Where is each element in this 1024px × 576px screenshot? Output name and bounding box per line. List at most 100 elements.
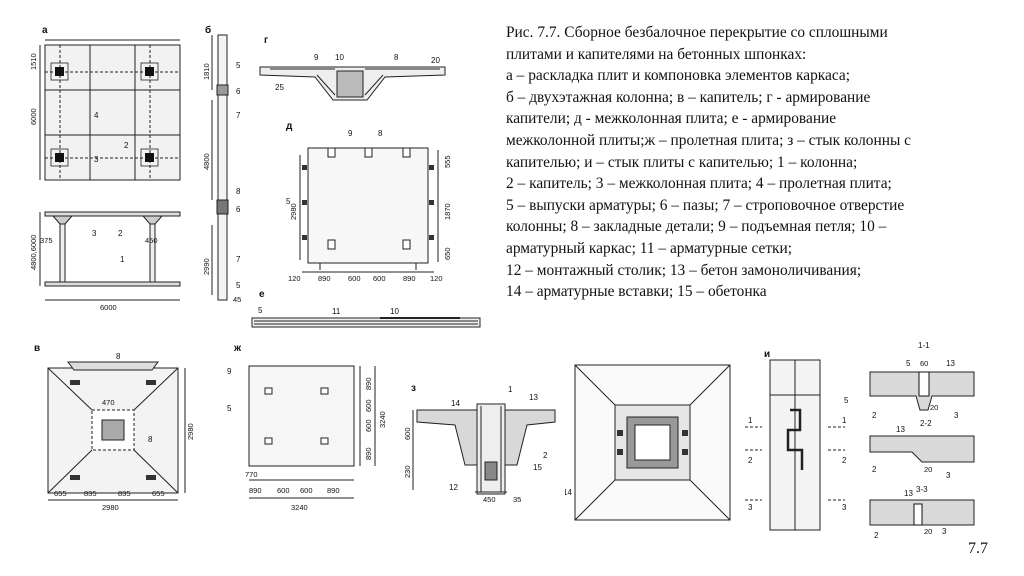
sec-i-13a: 13 (946, 359, 955, 368)
mark-v-right-8: 8 (148, 435, 153, 444)
mark-b-5b: 5 (236, 281, 241, 290)
panel-v-drawing: 8 8 470 2980 655 835 835 655 2980 (47, 352, 195, 512)
mark-z-14b: 14 (565, 488, 572, 497)
dim-zh-r890b: 890 (364, 447, 373, 460)
dim-a-450: 450 (145, 236, 158, 245)
dim-z-600: 600 (405, 427, 412, 440)
dim-v-470: 470 (102, 398, 115, 407)
panel-i-drawing: 5 1 1 2 2 3 3 (745, 359, 849, 531)
mark-g-9: 9 (314, 53, 319, 62)
dim-zh-3240-total: 3240 (291, 503, 308, 512)
dim-v-835b: 835 (118, 489, 131, 498)
mark-zh-5: 5 (227, 404, 232, 413)
dim-zh-3240-right: 3240 (378, 411, 387, 428)
dim-v-655a: 655 (54, 489, 67, 498)
mark-z-15: 15 (533, 463, 542, 472)
sec-i-2c: 2 (874, 531, 879, 540)
panel-zh-drawing: 9 5 890 600 600 890 3240 770 890 600 600… (227, 365, 387, 512)
caption-line: капителью; и – стык плиты с капителью; 1… (506, 153, 858, 171)
panel-b-drawing: 1810 4800 2990 45 5 6 7 8 6 7 5 (202, 34, 241, 304)
mark-i-s3a: 3 (748, 503, 753, 512)
dim-d-120a: 120 (288, 274, 301, 283)
mark-z-1: 1 (508, 385, 513, 394)
dim-a-6000-left: 6000 (29, 108, 38, 125)
mark-a-s2: 2 (118, 229, 123, 238)
panel-label-e: е (259, 289, 265, 300)
panel-label-a: а (42, 25, 48, 36)
mark-b-6a: 6 (236, 87, 241, 96)
mark-v-top-8: 8 (116, 352, 121, 361)
dim-d-555: 555 (443, 155, 452, 168)
caption-line: арматурный каркас; 11 – арматурные сетки… (506, 239, 793, 257)
caption-line: Рис. 7.7. Сборное безбалочное перекрытие… (506, 24, 888, 41)
mark-e-11: 11 (332, 307, 341, 316)
dim-zh-r600b: 600 (364, 419, 373, 432)
caption-line: а – раскладка плит и компоновка элементо… (506, 67, 850, 85)
mark-i-s3b: 3 (842, 503, 847, 512)
dim-b-1810: 1810 (202, 63, 211, 80)
mark-a-3: 3 (94, 155, 99, 164)
dim-v-2980-right: 2980 (186, 423, 195, 440)
mark-e-5: 5 (258, 306, 263, 315)
page-number: 7.7 (968, 540, 988, 557)
sec-i-3a: 3 (954, 411, 959, 420)
panel-label-i: и (764, 349, 771, 360)
dim-a-1510: 1510 (29, 53, 38, 70)
sec-i-title-22: 2-2 (920, 419, 932, 428)
dim-z-230: 230 (405, 465, 412, 478)
sec-i-title-33: 3-3 (916, 485, 928, 494)
dim-v-835a: 835 (84, 489, 97, 498)
mark-a-s1: 1 (120, 255, 125, 264)
sec-i-2a: 2 (872, 411, 877, 420)
caption-line: 12 – монтажный столик; 13 – бетон замоно… (506, 261, 862, 279)
panel-z-drawing: 14 1 13 2 15 12 600 230 450 35 (405, 385, 556, 504)
mark-z-14: 14 (451, 399, 460, 408)
caption-line: плитами и капителями на бетонных шпонках… (506, 45, 807, 63)
dim-z-450: 450 (483, 495, 496, 504)
sec-i-20b: 20 (924, 465, 932, 474)
mark-i-5: 5 (844, 396, 849, 405)
caption-line: капители; д - межколонная плита; е - арм… (506, 110, 837, 128)
caption-line: 14 – арматурные вставки; 15 – обетонка (506, 283, 767, 301)
panel-label-v: в (34, 343, 41, 354)
mark-b-7a: 7 (236, 111, 241, 120)
mark-z-13: 13 (529, 393, 538, 402)
panel-label-z: з (411, 383, 416, 394)
dim-v-2980-total: 2980 (102, 503, 119, 512)
sec-i-20a: 20 (930, 403, 938, 412)
sec-i-3c: 3 (942, 527, 947, 536)
panel-z-plan-drawing: 14 (565, 364, 731, 521)
dim-d-600b: 600 (373, 274, 386, 283)
panel-a-drawing: 1510 6000 4 3 2 4800,6000 375 450 3 2 1 … (29, 39, 181, 312)
dim-b-45: 45 (233, 295, 241, 304)
sec-i-60: 60 (920, 359, 928, 368)
sec-i-20c: 20 (924, 527, 932, 536)
sec-i-13b: 13 (896, 425, 905, 434)
mark-i-s1a: 1 (748, 416, 753, 425)
dim-d-650: 650 (443, 247, 452, 260)
figure-caption: Рис. 7.7. Сборное безбалочное перекрытие… (506, 22, 1006, 303)
dim-b-4800: 4800 (202, 153, 211, 170)
panel-e-drawing: 5 11 10 (251, 306, 481, 328)
mark-e-10: 10 (390, 307, 399, 316)
panel-d-drawing: 2980 555 1870 650 120 890 600 600 890 12… (286, 129, 452, 283)
mark-i-s2a: 2 (748, 456, 753, 465)
panel-label-zh: ж (234, 343, 242, 354)
mark-b-7b: 7 (236, 255, 241, 264)
mark-i-s2b: 2 (842, 456, 847, 465)
panel-label-d: д (286, 121, 293, 132)
mark-i-s1b: 1 (842, 416, 847, 425)
panel-label-g: г (264, 35, 269, 46)
panel-label-b: б (205, 25, 212, 36)
dim-zh-b890a: 890 (249, 486, 262, 495)
dim-zh-r890a: 890 (364, 377, 373, 390)
dim-a-6000-bottom: 6000 (100, 303, 117, 312)
dim-d-120b: 120 (430, 274, 443, 283)
sec-i-title-11: 1-1 (918, 341, 930, 350)
mark-g-8: 8 (394, 53, 399, 62)
mark-d-5: 5 (286, 197, 291, 206)
mark-zh-9: 9 (227, 367, 232, 376)
caption-line: 5 – выпуски арматуры; 6 – пазы; 7 – стро… (506, 196, 905, 214)
sec-i-3b: 3 (946, 471, 951, 480)
dim-d-2980: 2980 (289, 203, 298, 220)
